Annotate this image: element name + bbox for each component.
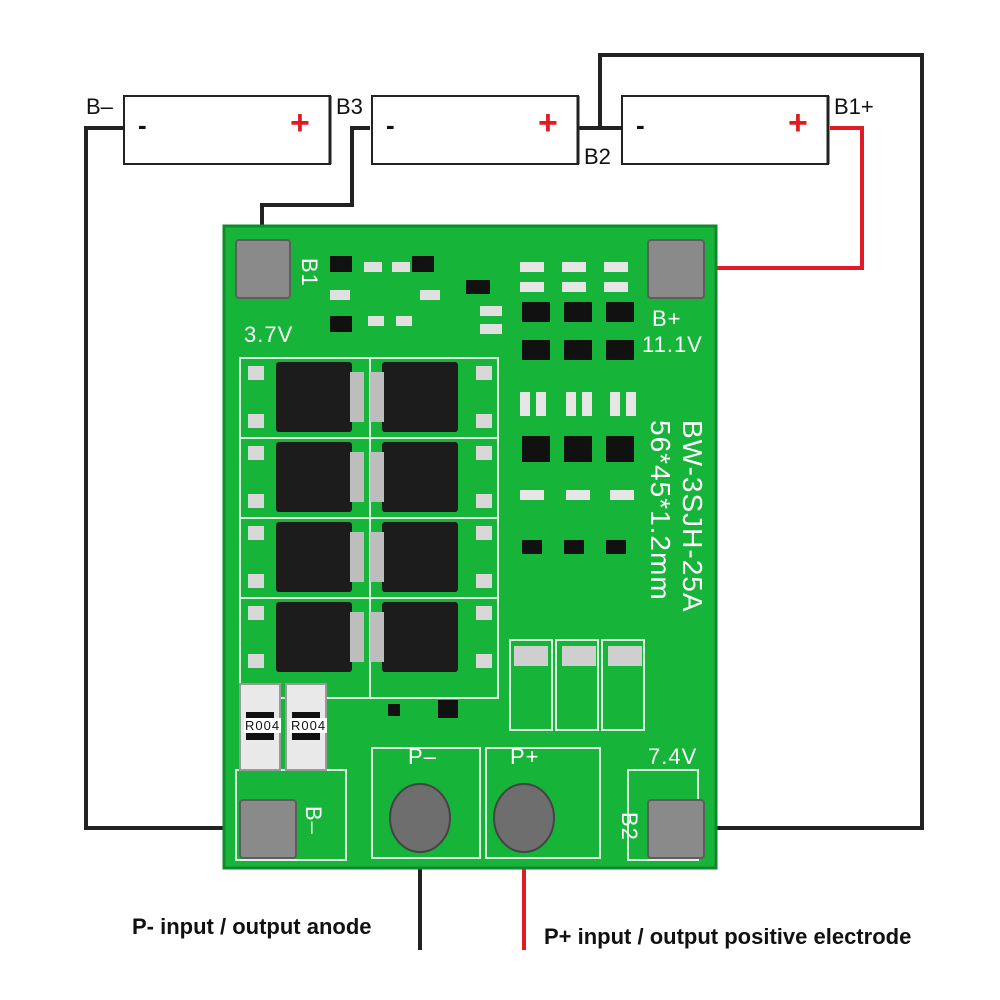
mosfet-array [248, 362, 492, 672]
battery-3-plus: + [788, 104, 808, 142]
pad-pplus [493, 783, 555, 853]
smd-components [330, 256, 645, 731]
pcb-resistor-2: R004 [290, 718, 328, 733]
pcb-label-pplus: P+ [510, 744, 540, 769]
pcb-label-bminus: B– [301, 806, 326, 835]
battery-3-minus: - [636, 110, 645, 140]
pcb-resistor-1: R004 [244, 718, 282, 733]
battery-1 [123, 95, 332, 165]
pcb-dimensions: 56*45*1.2mm [645, 420, 676, 601]
pcb-voltage-b2: 7.4V [648, 744, 698, 769]
terminal-b3: B3 [336, 94, 363, 119]
battery-1-plus: + [290, 104, 310, 142]
pad-b2 [647, 799, 705, 859]
pad-pminus [389, 783, 451, 853]
pcb-label-bplus: B+ [652, 306, 682, 331]
caption-pplus: P+ input / output positive electrode [544, 924, 912, 949]
pcb-voltage-b1: 3.7V [244, 322, 294, 347]
pcb-label-pminus: P– [408, 744, 437, 769]
pad-bplus [647, 239, 705, 299]
battery-1-minus: - [138, 110, 147, 140]
wire-bminus [84, 126, 270, 830]
wire-b3-b1 [260, 126, 370, 262]
terminal-b2: B2 [584, 144, 611, 169]
battery-3 [621, 95, 830, 165]
pcb-label-b2: B2 [617, 812, 642, 841]
pcb-board [222, 224, 718, 870]
battery-2 [371, 95, 580, 165]
battery-2-minus: - [386, 110, 395, 140]
caption-pminus: P- input / output anode [132, 914, 372, 939]
pcb-model: BW-3SJH-25A [677, 420, 708, 613]
pad-bminus [239, 799, 297, 859]
pcb-label-b1: B1 [297, 258, 322, 287]
wire-b1plus [672, 126, 864, 270]
terminal-b-minus: B– [86, 94, 113, 119]
pad-b1 [235, 239, 291, 299]
battery-2-plus: + [538, 104, 558, 142]
wire-b2-loop [578, 53, 924, 830]
pcb-voltage-bplus: 11.1V [642, 332, 703, 357]
terminal-b1-plus: B1+ [834, 94, 874, 119]
